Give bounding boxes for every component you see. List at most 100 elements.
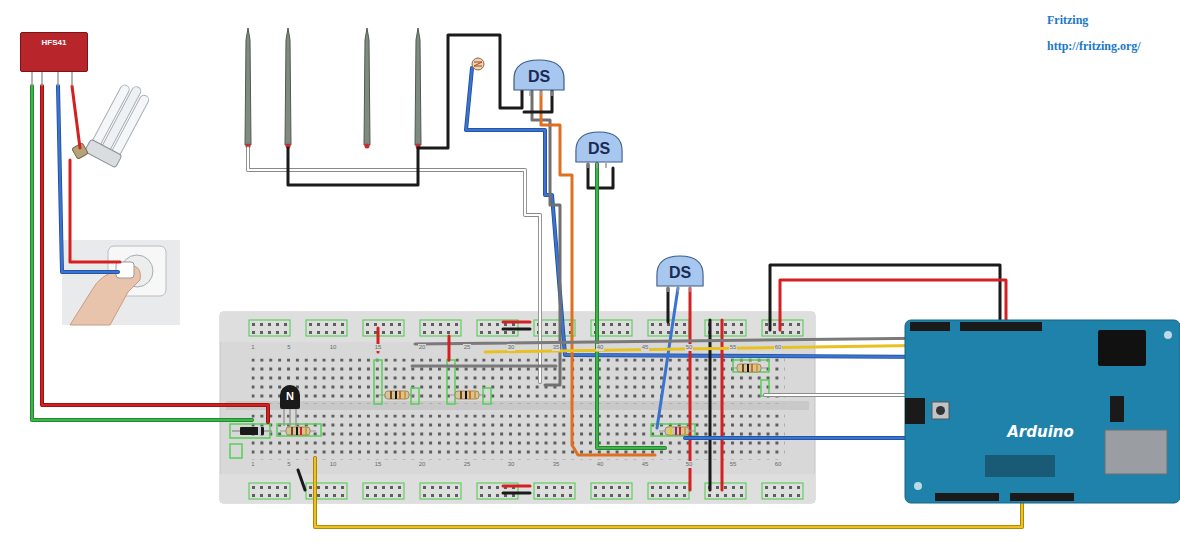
- rail-hole: [765, 486, 768, 489]
- resistor-symbol: [296, 427, 298, 435]
- rail-hole: [732, 331, 735, 334]
- rail-hole: [366, 494, 369, 497]
- rail-hole: [276, 494, 279, 497]
- rail-hole: [284, 331, 287, 334]
- rail-hole: [431, 331, 434, 334]
- arduino-board: [985, 455, 1055, 477]
- wall-socket-photo: [62, 240, 180, 325]
- rail-hole: [773, 331, 776, 334]
- rail-hole: [488, 323, 491, 326]
- rail-hole: [439, 494, 442, 497]
- rail-hole: [610, 494, 613, 497]
- rail-hole: [683, 323, 686, 326]
- arduino-board: [905, 398, 925, 424]
- rail-hole: [659, 331, 662, 334]
- rail-hole: [512, 331, 515, 334]
- rail-hole: [423, 486, 426, 489]
- power-rail: [249, 320, 803, 499]
- rail-hole: [252, 494, 255, 497]
- rail-hole: [317, 486, 320, 489]
- rail-hole: [309, 486, 312, 489]
- rail-group: [762, 483, 803, 499]
- column-number: 20: [418, 461, 427, 468]
- sensor-label: DS: [669, 264, 691, 282]
- rail-hole: [683, 331, 686, 334]
- arduino-board: [905, 320, 1180, 503]
- resistor-symbol: [684, 427, 686, 435]
- wire: [448, 336, 451, 360]
- wire: [503, 321, 530, 324]
- rail-group: [249, 320, 290, 336]
- rail-hole: [675, 494, 678, 497]
- rail-hole: [390, 331, 393, 334]
- wire: [466, 68, 942, 357]
- rail-hole: [716, 494, 719, 497]
- wire: [709, 320, 712, 490]
- arduino-board: [1110, 396, 1124, 422]
- connection-highlight: [230, 360, 769, 458]
- rail-hole: [716, 323, 719, 326]
- rail-hole: [366, 486, 369, 489]
- rail-hole: [284, 494, 287, 497]
- wire: [32, 86, 252, 420]
- resistor-symbol: [455, 391, 479, 399]
- breadboard: [220, 312, 815, 342]
- resistor-symbol: [742, 364, 744, 372]
- resistor-symbol: [305, 427, 307, 435]
- rail-hole: [276, 323, 279, 326]
- rail-hole: [480, 494, 483, 497]
- column-number: 45: [641, 461, 650, 468]
- rail-hole: [561, 486, 564, 489]
- rail-hole: [268, 331, 271, 334]
- rail-hole: [708, 494, 711, 497]
- rail-hole: [651, 323, 654, 326]
- rail-hole: [309, 494, 312, 497]
- rail-hole: [610, 486, 613, 489]
- rail-hole: [382, 323, 385, 326]
- rail-hole: [724, 486, 727, 489]
- temperature-sensor: DS: [513, 59, 565, 91]
- component-leg: [31, 72, 33, 86]
- rail-hole: [537, 494, 540, 497]
- transistor: N: [280, 385, 300, 409]
- rail-hole: [382, 494, 385, 497]
- wire: [288, 148, 418, 185]
- rail-hole: [651, 494, 654, 497]
- lamp-picture: [84, 139, 121, 168]
- rail-group: [306, 320, 347, 336]
- resistor-symbol: [675, 427, 677, 435]
- sensor-body: [657, 256, 703, 286]
- rail-hole: [561, 494, 564, 497]
- rail-hole: [594, 494, 597, 497]
- column-number: 55: [729, 344, 738, 351]
- rail-hole: [423, 323, 426, 326]
- column-number: 1: [250, 461, 255, 468]
- rail-hole: [610, 331, 613, 334]
- wire: [503, 328, 530, 331]
- rail-hole: [333, 486, 336, 489]
- electrode-nails: [245, 28, 251, 145]
- rail-hole: [651, 331, 654, 334]
- resistor-symbol: [747, 364, 749, 372]
- column-number: 30: [507, 461, 516, 468]
- rail-hole: [618, 494, 621, 497]
- rail-hole: [488, 494, 491, 497]
- rail-hole: [447, 494, 450, 497]
- sensor-label: DS: [588, 140, 610, 158]
- wire: [58, 86, 118, 272]
- component-leg: [283, 409, 285, 426]
- connection-highlight: [483, 388, 491, 404]
- rail-hole: [252, 323, 255, 326]
- column-number: 20: [418, 344, 427, 351]
- column-number: 45: [641, 344, 650, 351]
- breadboard: [252, 359, 785, 404]
- lamp-picture: [72, 79, 154, 168]
- resistor-symbol: [291, 427, 293, 435]
- component-leg: [289, 409, 291, 426]
- rail-hole: [309, 331, 312, 334]
- rail-hole: [496, 494, 499, 497]
- resistor-symbol: [670, 427, 672, 435]
- rail-hole: [781, 494, 784, 497]
- arduino-board: [935, 493, 999, 501]
